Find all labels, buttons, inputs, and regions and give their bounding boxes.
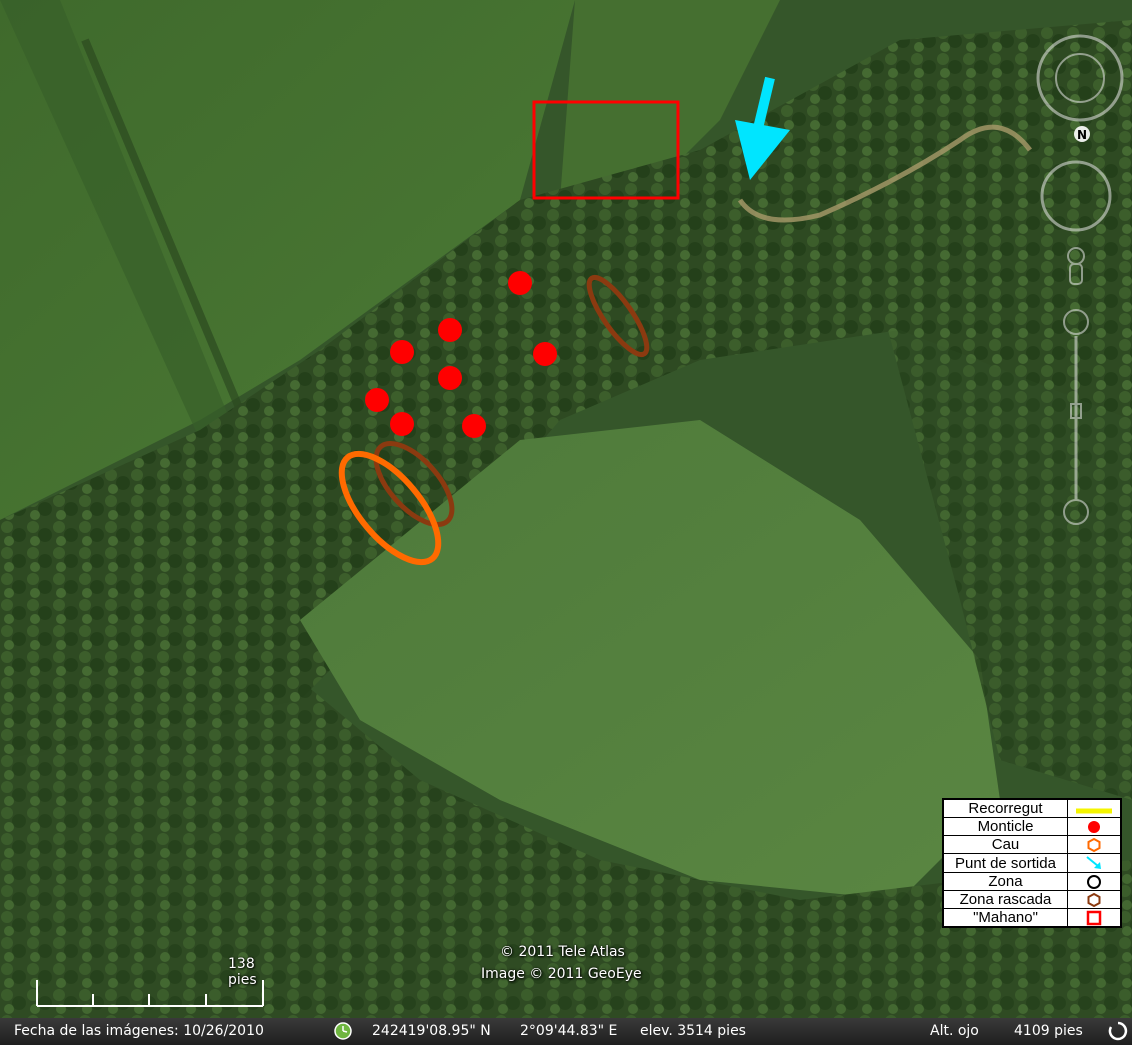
eye-altitude-value: 4109 pies xyxy=(1014,1023,1083,1039)
red-square-icon xyxy=(1086,910,1102,925)
monticle-dot[interactable] xyxy=(533,342,557,366)
monticle-dot[interactable] xyxy=(508,271,532,295)
svg-text:N: N xyxy=(1077,128,1087,142)
legend-symbol xyxy=(1067,872,1122,891)
yellow-line-icon xyxy=(1076,808,1112,813)
legend-label: Cau xyxy=(942,835,1068,854)
legend-row: Zona xyxy=(942,872,1122,891)
monticle-dot[interactable] xyxy=(462,414,486,438)
legend-symbol xyxy=(1067,908,1122,928)
legend-symbol xyxy=(1067,835,1122,854)
legend-label: Zona rascada xyxy=(942,890,1068,909)
zona-rascada-ellipse[interactable] xyxy=(363,431,466,537)
cau-ellipse[interactable] xyxy=(325,438,456,578)
monticle-dot[interactable] xyxy=(365,388,389,412)
street-view-person-icon[interactable] xyxy=(1067,247,1085,285)
legend-row: Zona rascada xyxy=(942,890,1122,909)
legend-row: Cau xyxy=(942,835,1122,854)
navigation-controls[interactable]: N xyxy=(1016,20,1132,540)
monticle-dot[interactable] xyxy=(390,340,414,364)
copyright-tele-atlas: © 2011 Tele Atlas xyxy=(500,944,625,960)
legend-label: Punt de sortida xyxy=(942,853,1068,873)
eye-altitude-label: Alt. ojo xyxy=(930,1023,979,1039)
longitude-readout: 2°09'44.83" E xyxy=(520,1023,618,1039)
legend-label: "Mahano" xyxy=(942,908,1068,928)
legend-row: Punt de sortida xyxy=(942,853,1122,873)
legend-symbol xyxy=(1067,890,1122,909)
elevation-readout: elev. 3514 pies xyxy=(640,1023,746,1039)
monticle-dot[interactable] xyxy=(438,318,462,342)
legend-label: Monticle xyxy=(942,817,1068,836)
status-bar: Fecha de las imágenes: 10/26/2010 242419… xyxy=(0,1018,1132,1045)
compass-north-icon[interactable]: N xyxy=(1074,126,1090,142)
monticle-dot[interactable] xyxy=(390,412,414,436)
mahano-marker[interactable] xyxy=(532,100,680,200)
legend-symbol xyxy=(1067,853,1122,873)
loading-spinner-icon xyxy=(1108,1021,1128,1045)
orange-hexagon-icon xyxy=(1087,837,1101,852)
legend-symbol xyxy=(1067,798,1122,818)
move-joystick[interactable] xyxy=(1040,160,1112,232)
scale-label: 138 pies xyxy=(228,956,257,988)
red-dot-icon xyxy=(1088,820,1100,833)
legend-row: Monticle xyxy=(942,817,1122,836)
historical-imagery-clock-icon[interactable] xyxy=(333,1021,353,1045)
cyan-arrow-icon xyxy=(1086,856,1101,869)
zona-rascada-ellipse[interactable] xyxy=(580,270,656,361)
monticle-dot[interactable] xyxy=(438,366,462,390)
scale-ruler-icon xyxy=(36,980,264,1007)
legend-row: Recorregut xyxy=(942,798,1122,818)
brown-hexagon-icon xyxy=(1087,892,1101,907)
scale-bar: 138 pies xyxy=(36,956,266,1010)
black-circle-icon xyxy=(1087,874,1101,889)
legend-row: "Mahano" xyxy=(942,908,1122,928)
imagery-date: Fecha de las imágenes: 10/26/2010 xyxy=(14,1023,264,1039)
legend-label: Zona xyxy=(942,872,1068,891)
latitude-readout: 242419'08.95" N xyxy=(372,1023,491,1039)
legend-symbol xyxy=(1067,817,1122,836)
look-joystick[interactable] xyxy=(1036,34,1124,122)
punt-sortida-arrow[interactable] xyxy=(735,76,790,180)
copyright-geoeye: Image © 2011 GeoEye xyxy=(481,966,642,982)
legend-label: Recorregut xyxy=(942,798,1068,818)
zoom-slider[interactable] xyxy=(1063,309,1089,525)
map-legend: Recorregut Monticle Cau Punt de sortida … xyxy=(942,798,1122,928)
